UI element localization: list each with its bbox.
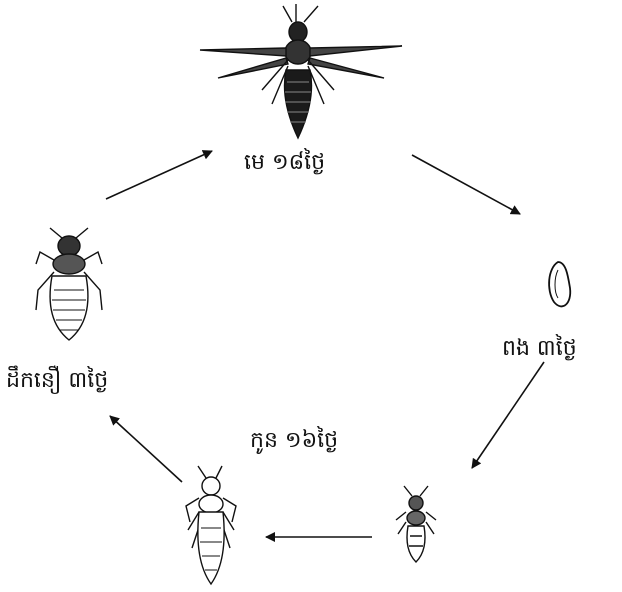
adult-winged-insect-icon xyxy=(200,4,402,138)
arrow-egg-to-nymph xyxy=(472,362,544,468)
arrow-pupa-to-adult xyxy=(106,151,212,199)
larva-stage-label: កូន ១៦ថ្ងៃ xyxy=(250,428,338,454)
arrow-adult-to-egg xyxy=(412,155,520,214)
pupa-stage-label: ដឹកនឿ ៣ថ្ងៃ xyxy=(6,368,108,394)
arrow-larva-to-pupa xyxy=(110,416,182,482)
egg-icon xyxy=(549,262,570,306)
adult-stage-label: មេ ១៨ថ្ងៃ xyxy=(244,150,325,176)
small-nymph-icon xyxy=(396,486,436,562)
egg-stage-label: ពង ៣ថ្ងៃ xyxy=(502,336,577,362)
larva-icon xyxy=(186,466,236,584)
pupa-icon xyxy=(36,228,102,340)
